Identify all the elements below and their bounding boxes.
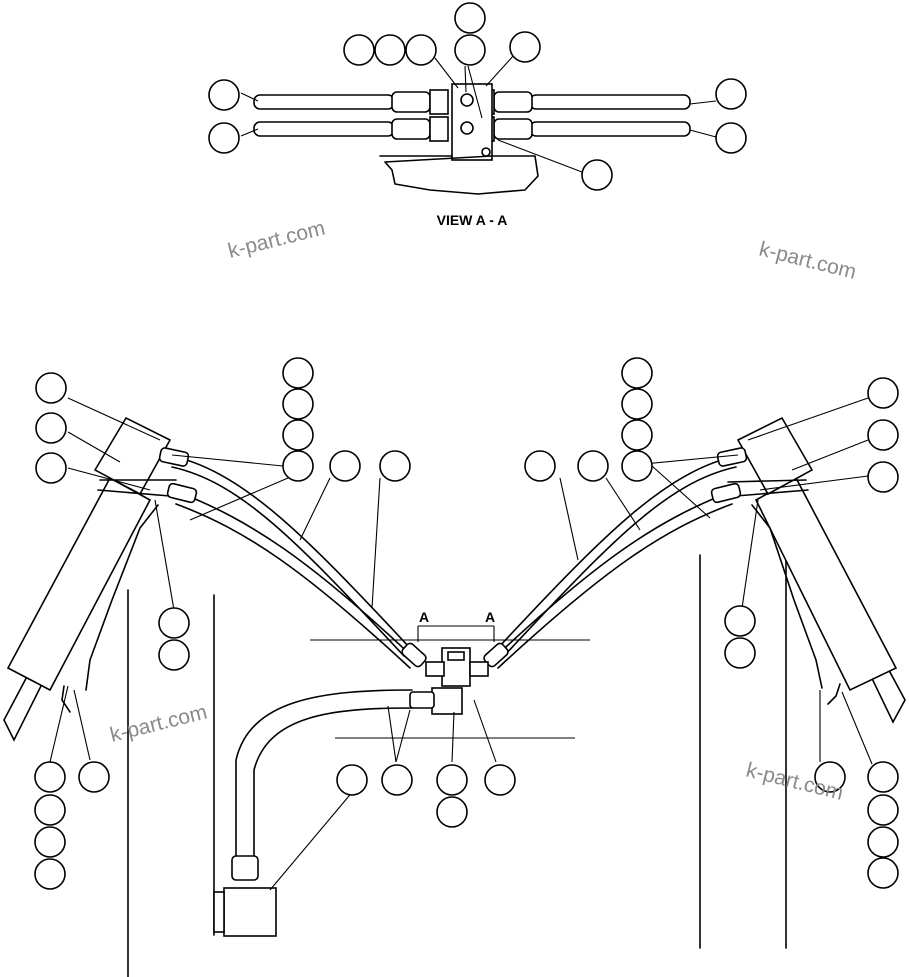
callout-bubble: [867, 857, 899, 889]
callout-bubble: [405, 34, 437, 66]
callout-bubble: [282, 357, 314, 389]
callout-bubble: [715, 122, 747, 154]
view-a-a-label: VIEW A - A: [437, 212, 508, 228]
callout-bubble: [35, 452, 67, 484]
callout-bubble: [621, 388, 653, 420]
callout-bubble: [524, 450, 556, 482]
watermark: k-part.com: [226, 217, 328, 263]
callout-bubble: [336, 764, 368, 796]
callout-bubble: [282, 450, 314, 482]
callout-bubble: [343, 34, 375, 66]
callout-bubble: [621, 450, 653, 482]
watermark: k-part.com: [757, 238, 859, 284]
callout-bubble: [724, 605, 756, 637]
main-assembly-view: A A: [3, 397, 906, 977]
callout-bubble: [509, 31, 541, 63]
callout-bubble: [35, 412, 67, 444]
callout-bubble: [621, 419, 653, 451]
section-marker-right: A: [485, 609, 495, 625]
section-markers: A A: [417, 609, 495, 642]
callout-bubble: [374, 34, 406, 66]
view-a-a-detail: VIEW A - A: [240, 54, 717, 228]
watermark: k-part.com: [108, 701, 210, 747]
callout-bubble: [208, 122, 240, 154]
callout-bubble: [208, 79, 240, 111]
upper-right-hose: [529, 94, 691, 110]
upper-left-hose: [253, 94, 395, 110]
callout-bubble: [621, 357, 653, 389]
callout-bubble: [282, 388, 314, 420]
callout-bubble: [867, 461, 899, 493]
callout-bubble: [34, 826, 66, 858]
callout-bubble: [577, 450, 609, 482]
lower-right-hose: [529, 121, 691, 137]
callout-bubble: [282, 419, 314, 451]
center-manifold: [409, 647, 489, 715]
callout-bubble: [379, 450, 411, 482]
callout-bubble: [329, 450, 361, 482]
callout-bubble: [454, 2, 486, 34]
callout-bubble: [867, 377, 899, 409]
callout-bubble: [454, 34, 486, 66]
right-hoses: [483, 447, 748, 669]
motor-hose: [213, 689, 413, 937]
section-marker-left: A: [419, 609, 429, 625]
callout-bubble: [34, 858, 66, 890]
callout-bubble: [436, 764, 468, 796]
callout-bubble: [581, 159, 613, 191]
callout-bubble: [867, 794, 899, 826]
callout-bubble: [78, 761, 110, 793]
lower-left-hose: [253, 121, 395, 137]
frame-section: [379, 155, 539, 195]
motor-body: [223, 887, 277, 937]
callout-bubble: [867, 419, 899, 451]
callout-bubble: [715, 78, 747, 110]
callout-bubble: [34, 794, 66, 826]
callout-bubble: [35, 372, 67, 404]
left-cylinder: [3, 416, 177, 742]
callout-bubble: [484, 764, 516, 796]
callout-bubble: [814, 761, 846, 793]
callout-bubble: [158, 607, 190, 639]
callout-bubbles: [34, 2, 899, 890]
callout-bubble: [867, 761, 899, 793]
callout-bubble: [158, 639, 190, 671]
callout-bubble: [381, 764, 413, 796]
callout-bubble: [867, 826, 899, 858]
callout-bubble: [436, 796, 468, 828]
callout-bubble: [34, 761, 66, 793]
leader-lines: [49, 397, 873, 891]
callout-bubble: [724, 637, 756, 669]
